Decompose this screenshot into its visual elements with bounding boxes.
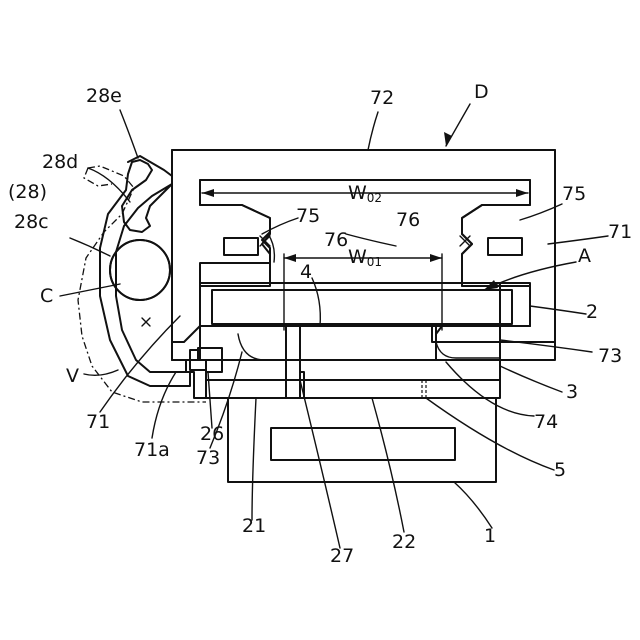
- part-2: [212, 290, 512, 324]
- part-3: [206, 360, 500, 380]
- clip-alt-dashed2: [84, 168, 112, 186]
- label-27: 27: [330, 545, 354, 567]
- label-4: 4: [300, 261, 312, 283]
- label-V: V: [66, 365, 79, 387]
- label-71-left: 71: [86, 411, 110, 433]
- label-A: A: [578, 245, 591, 267]
- part-1-window: [271, 428, 455, 460]
- label-72: 72: [370, 87, 394, 109]
- w01-arrow-right: [430, 254, 442, 262]
- label-74: 74: [534, 411, 558, 433]
- bracket-26: [186, 348, 222, 398]
- label-76-left: 76: [324, 229, 348, 251]
- clip-28: [100, 160, 190, 386]
- w02-arrow-left: [202, 189, 214, 197]
- label-71a: 71a: [134, 439, 170, 461]
- lip-74: [436, 342, 500, 358]
- w02-arrow-right: [516, 189, 528, 197]
- label-28c: 28c: [14, 211, 49, 233]
- label-73-right: 73: [598, 345, 622, 367]
- label-28e: 28e: [86, 85, 122, 107]
- lip-73: [238, 334, 286, 360]
- label-3: 3: [566, 381, 578, 403]
- w01-label: W01: [348, 246, 382, 269]
- label-22: 22: [392, 531, 416, 553]
- label-28d: 28d: [42, 151, 78, 173]
- label-26: 26: [200, 423, 224, 445]
- label-71-right: 71: [608, 221, 632, 243]
- label-76-right: 76: [396, 209, 420, 231]
- window-left: [224, 238, 258, 255]
- label-1: 1: [484, 525, 496, 547]
- label-75-right: 75: [562, 183, 586, 205]
- circle-c-outline: [110, 240, 170, 300]
- part-22: [206, 380, 500, 398]
- label-2: 2: [586, 301, 598, 323]
- label-28-paren: (28): [8, 181, 47, 203]
- window-right: [488, 238, 522, 255]
- step-73: [200, 326, 436, 360]
- label-75-left: 75: [296, 205, 320, 227]
- label-D: D: [474, 81, 489, 103]
- w01-arrow-left: [284, 254, 296, 262]
- w02-label: W02: [348, 182, 382, 205]
- v-mark: [142, 318, 150, 326]
- label-C: C: [40, 285, 53, 307]
- holder-left-notch: [172, 326, 200, 360]
- label-21: 21: [242, 515, 266, 537]
- label-5: 5: [554, 459, 566, 481]
- post-27: [286, 326, 300, 398]
- label-73-left: 73: [196, 447, 220, 469]
